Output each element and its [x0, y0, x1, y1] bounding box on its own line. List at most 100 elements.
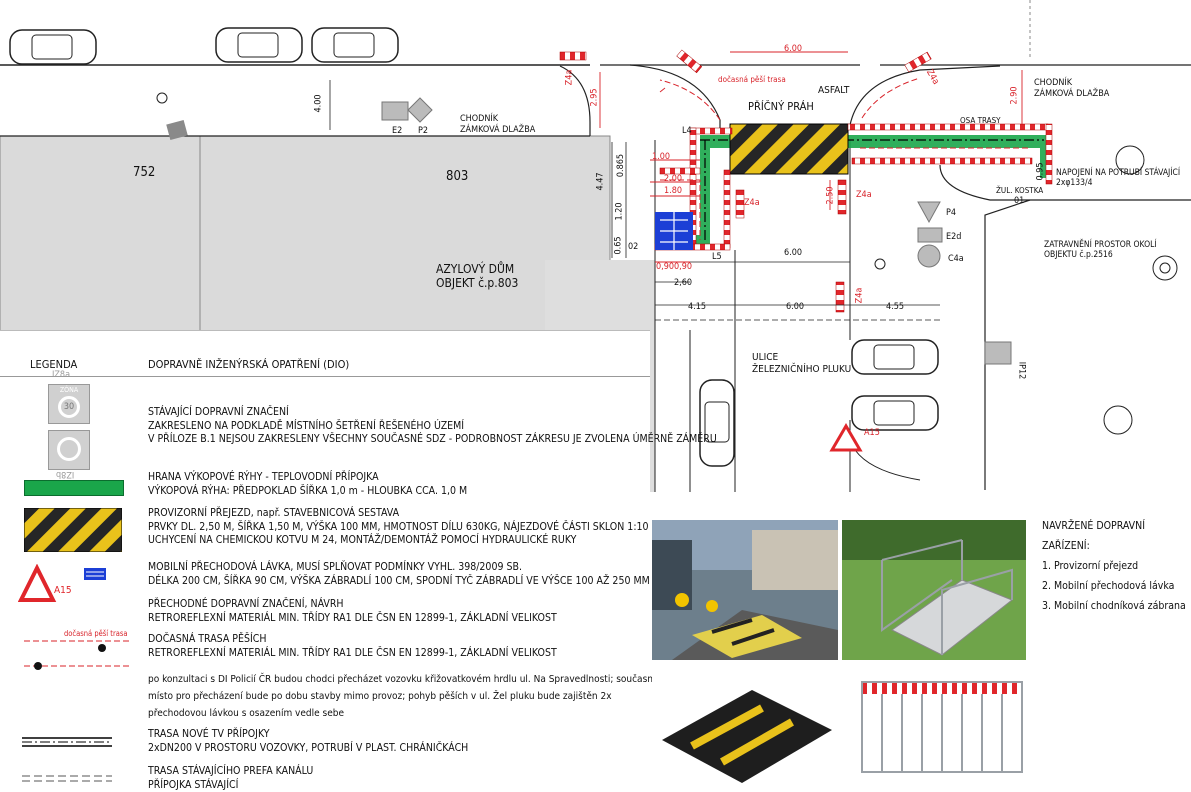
sign-code: C4a — [948, 254, 964, 264]
temporary-ramp — [729, 123, 849, 175]
dim: 0.95 — [1035, 162, 1046, 181]
parked-car — [215, 27, 303, 63]
sign-code: 02 — [628, 242, 639, 252]
bin-icon — [166, 119, 188, 141]
barrier — [847, 123, 1049, 131]
sign-code: L5 — [712, 252, 722, 262]
zone-end-sign-icon — [48, 430, 90, 470]
sign-code: E2d — [946, 232, 962, 242]
dim: 4.15 — [688, 302, 707, 312]
dim: 4.47 — [595, 172, 606, 191]
existing-sign-p4 — [917, 201, 943, 268]
proposed-devices: NAVRŽENÉ DOPRAVNÍ ZAŘÍZENÍ: 1. Provizorn… — [1042, 516, 1191, 616]
barrier — [835, 281, 845, 313]
sign-code: Z4a — [564, 69, 575, 86]
sign-code: Z4a — [744, 198, 760, 208]
barrier — [659, 167, 701, 175]
barrier — [904, 51, 932, 73]
new-pipe-symbol — [22, 737, 112, 747]
parked-car — [311, 27, 399, 63]
ramp-symbol — [24, 508, 122, 552]
trench-route — [660, 135, 1048, 245]
legend-col-title: LEGENDA — [30, 358, 78, 371]
sign-code: E2 — [392, 126, 403, 136]
sign-code: IZ8b — [56, 469, 75, 479]
asphalt-label: ASFALT — [818, 85, 850, 96]
dim: 2.95 — [589, 88, 600, 107]
zone-sign-icon: ZÓNA 30 — [48, 384, 90, 424]
parcel-label-803: 803 — [446, 169, 469, 184]
photo-pedestrian-barrier — [852, 670, 1032, 783]
barrier — [676, 49, 703, 74]
existing-channel-symbol — [22, 775, 112, 782]
dim: 4.55 — [886, 302, 905, 312]
sign-code: A15 — [54, 585, 72, 596]
zone-text: ZÓNA — [59, 386, 79, 394]
barrier — [735, 189, 745, 219]
existing-sign-e2 — [381, 97, 433, 123]
sign-code: A15 — [864, 428, 880, 438]
temp-path-symbol — [24, 640, 132, 670]
legend-row-note: po konzultaci s DI Policií ČR budou chod… — [148, 674, 659, 719]
sign-code: Z4a — [856, 190, 872, 200]
dim: 1.00 — [652, 152, 671, 162]
dim: 0,90 — [674, 262, 693, 272]
barrier — [837, 179, 847, 215]
legend-row-ramp: PROVIZORNÍ PŘEJEZD, např. STAVEBNICOVÁ S… — [148, 507, 649, 546]
parked-car — [851, 339, 939, 375]
parcel-803 — [199, 135, 611, 333]
dim: 6.00 — [784, 44, 803, 54]
dim: 2.50 — [825, 186, 836, 205]
parcel-752 — [0, 135, 201, 333]
dim: 0,90 — [656, 262, 675, 272]
dim: 2.00 — [664, 174, 683, 184]
device-item: 1. Provizorní přejezd — [1042, 560, 1139, 572]
warning-sign-icon — [18, 564, 106, 602]
sign-code: P2 — [418, 126, 429, 136]
photo-ramp-element — [652, 670, 838, 783]
parcel-label-752: 752 — [133, 165, 156, 180]
existing-sign-ip12 — [984, 341, 1012, 365]
barrier — [1045, 123, 1053, 185]
temporary-pedestrian-path — [659, 79, 721, 121]
barrier — [689, 127, 733, 135]
legend-row-bridge: MOBILNÍ PŘECHODOVÁ LÁVKA, MUSÍ SPLŇOVAT … — [148, 561, 650, 587]
dim: 0.65 — [613, 236, 624, 255]
manhole-icon — [1152, 255, 1178, 281]
tree-icon — [1103, 145, 1145, 435]
device-item: 2. Mobilní přechodová lávka — [1042, 580, 1175, 592]
dim: 4.00 — [313, 94, 324, 113]
photo-ramp-installation — [652, 520, 838, 660]
parked-car — [699, 379, 735, 467]
dim: 6.00 — [784, 248, 803, 258]
dim: 6.00 — [786, 302, 805, 312]
temp-path-label: dočasná pěší trasa — [64, 629, 128, 638]
sign-code: IP12 — [1016, 361, 1027, 380]
lamp-icon — [874, 258, 886, 270]
cross-ramp-label: PŘÍČNÝ PRÁH — [748, 100, 814, 113]
sign-code: IZ8a — [52, 370, 71, 380]
dim: 2.90 — [1009, 86, 1020, 105]
legend-col-title: DOPRAVNĚ INŽENÝRSKÁ OPATŘENÍ (DIO) — [148, 358, 350, 371]
parked-car — [9, 29, 97, 65]
devices-title: NAVRŽENÉ DOPRAVNÍ ZAŘÍZENÍ: — [1042, 520, 1145, 552]
route-axis-label: OSA TRASY — [960, 116, 1001, 125]
dim: 1.80 — [664, 186, 683, 196]
device-item: 3. Mobilní chodníková zábrana — [1042, 600, 1186, 612]
temporary-path-label: dočasná pěší trasa — [718, 75, 786, 84]
trench-symbol — [24, 480, 124, 496]
sign-code: 01 — [1014, 196, 1025, 206]
granite-label: ŽUL. KOSTKA — [996, 186, 1044, 195]
legend: LEGENDA DOPRAVNĚ INŽENÝRSKÁ OPATŘENÍ (DI… — [0, 330, 717, 791]
photo-mobile-bridge — [842, 520, 1026, 660]
